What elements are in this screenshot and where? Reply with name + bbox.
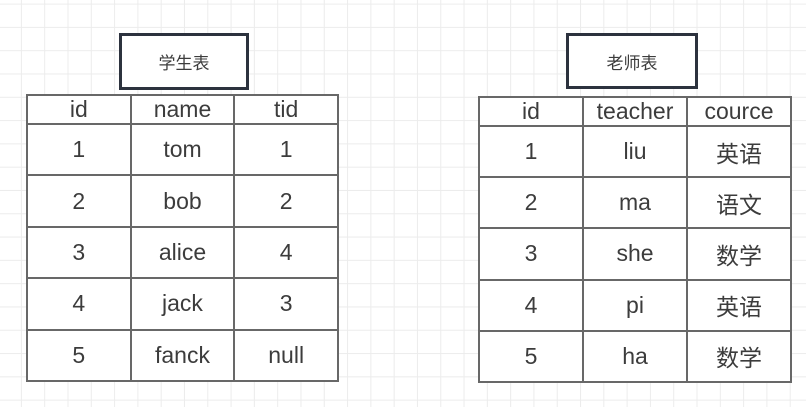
data-cell[interactable]: 数学 [686,227,792,281]
data-cell[interactable]: pi [582,278,688,332]
teacher-table-title-box[interactable]: 老师表 [566,33,698,89]
data-cell[interactable]: tom [129,122,236,177]
data-cell[interactable]: 5 [26,328,132,383]
data-cell[interactable]: 3 [233,277,339,331]
teacher-table-title: 老师表 [606,53,658,73]
data-cell[interactable]: 2 [26,174,132,228]
data-cell[interactable]: fanck [129,328,236,383]
data-cell[interactable]: null [233,328,339,383]
data-cell[interactable]: liu [582,124,688,179]
header-cell[interactable]: name [129,94,236,125]
data-cell[interactable]: alice [129,225,236,280]
data-cell[interactable]: 4 [233,225,339,280]
data-cell[interactable]: 英语 [686,278,792,332]
data-cell[interactable]: 英语 [686,124,792,179]
data-cell[interactable]: 数学 [686,329,792,384]
data-cell[interactable]: she [582,227,688,281]
student-table-title-box[interactable]: 学生表 [119,33,249,90]
data-cell[interactable]: ha [582,329,688,384]
header-cell[interactable]: cource [686,96,792,127]
data-cell[interactable]: jack [129,277,236,331]
header-cell[interactable]: teacher [582,96,688,127]
student-table-title: 学生表 [158,54,210,73]
data-cell[interactable]: 4 [478,278,584,332]
data-cell[interactable]: 3 [478,227,584,281]
data-cell[interactable]: 2 [478,176,584,230]
data-cell[interactable]: 4 [26,277,132,331]
data-cell[interactable]: 语文 [686,176,792,230]
data-cell[interactable]: ma [582,176,688,230]
data-cell[interactable]: 2 [233,174,339,228]
header-cell[interactable]: id [26,94,132,125]
data-cell[interactable]: 5 [478,329,584,384]
data-cell[interactable]: bob [129,174,236,228]
data-cell[interactable]: 1 [478,124,584,179]
header-cell[interactable]: id [478,96,584,127]
data-cell[interactable]: 3 [26,225,132,280]
data-cell[interactable]: 1 [26,122,132,177]
data-cell[interactable]: 1 [233,122,339,177]
header-cell[interactable]: tid [233,94,339,125]
